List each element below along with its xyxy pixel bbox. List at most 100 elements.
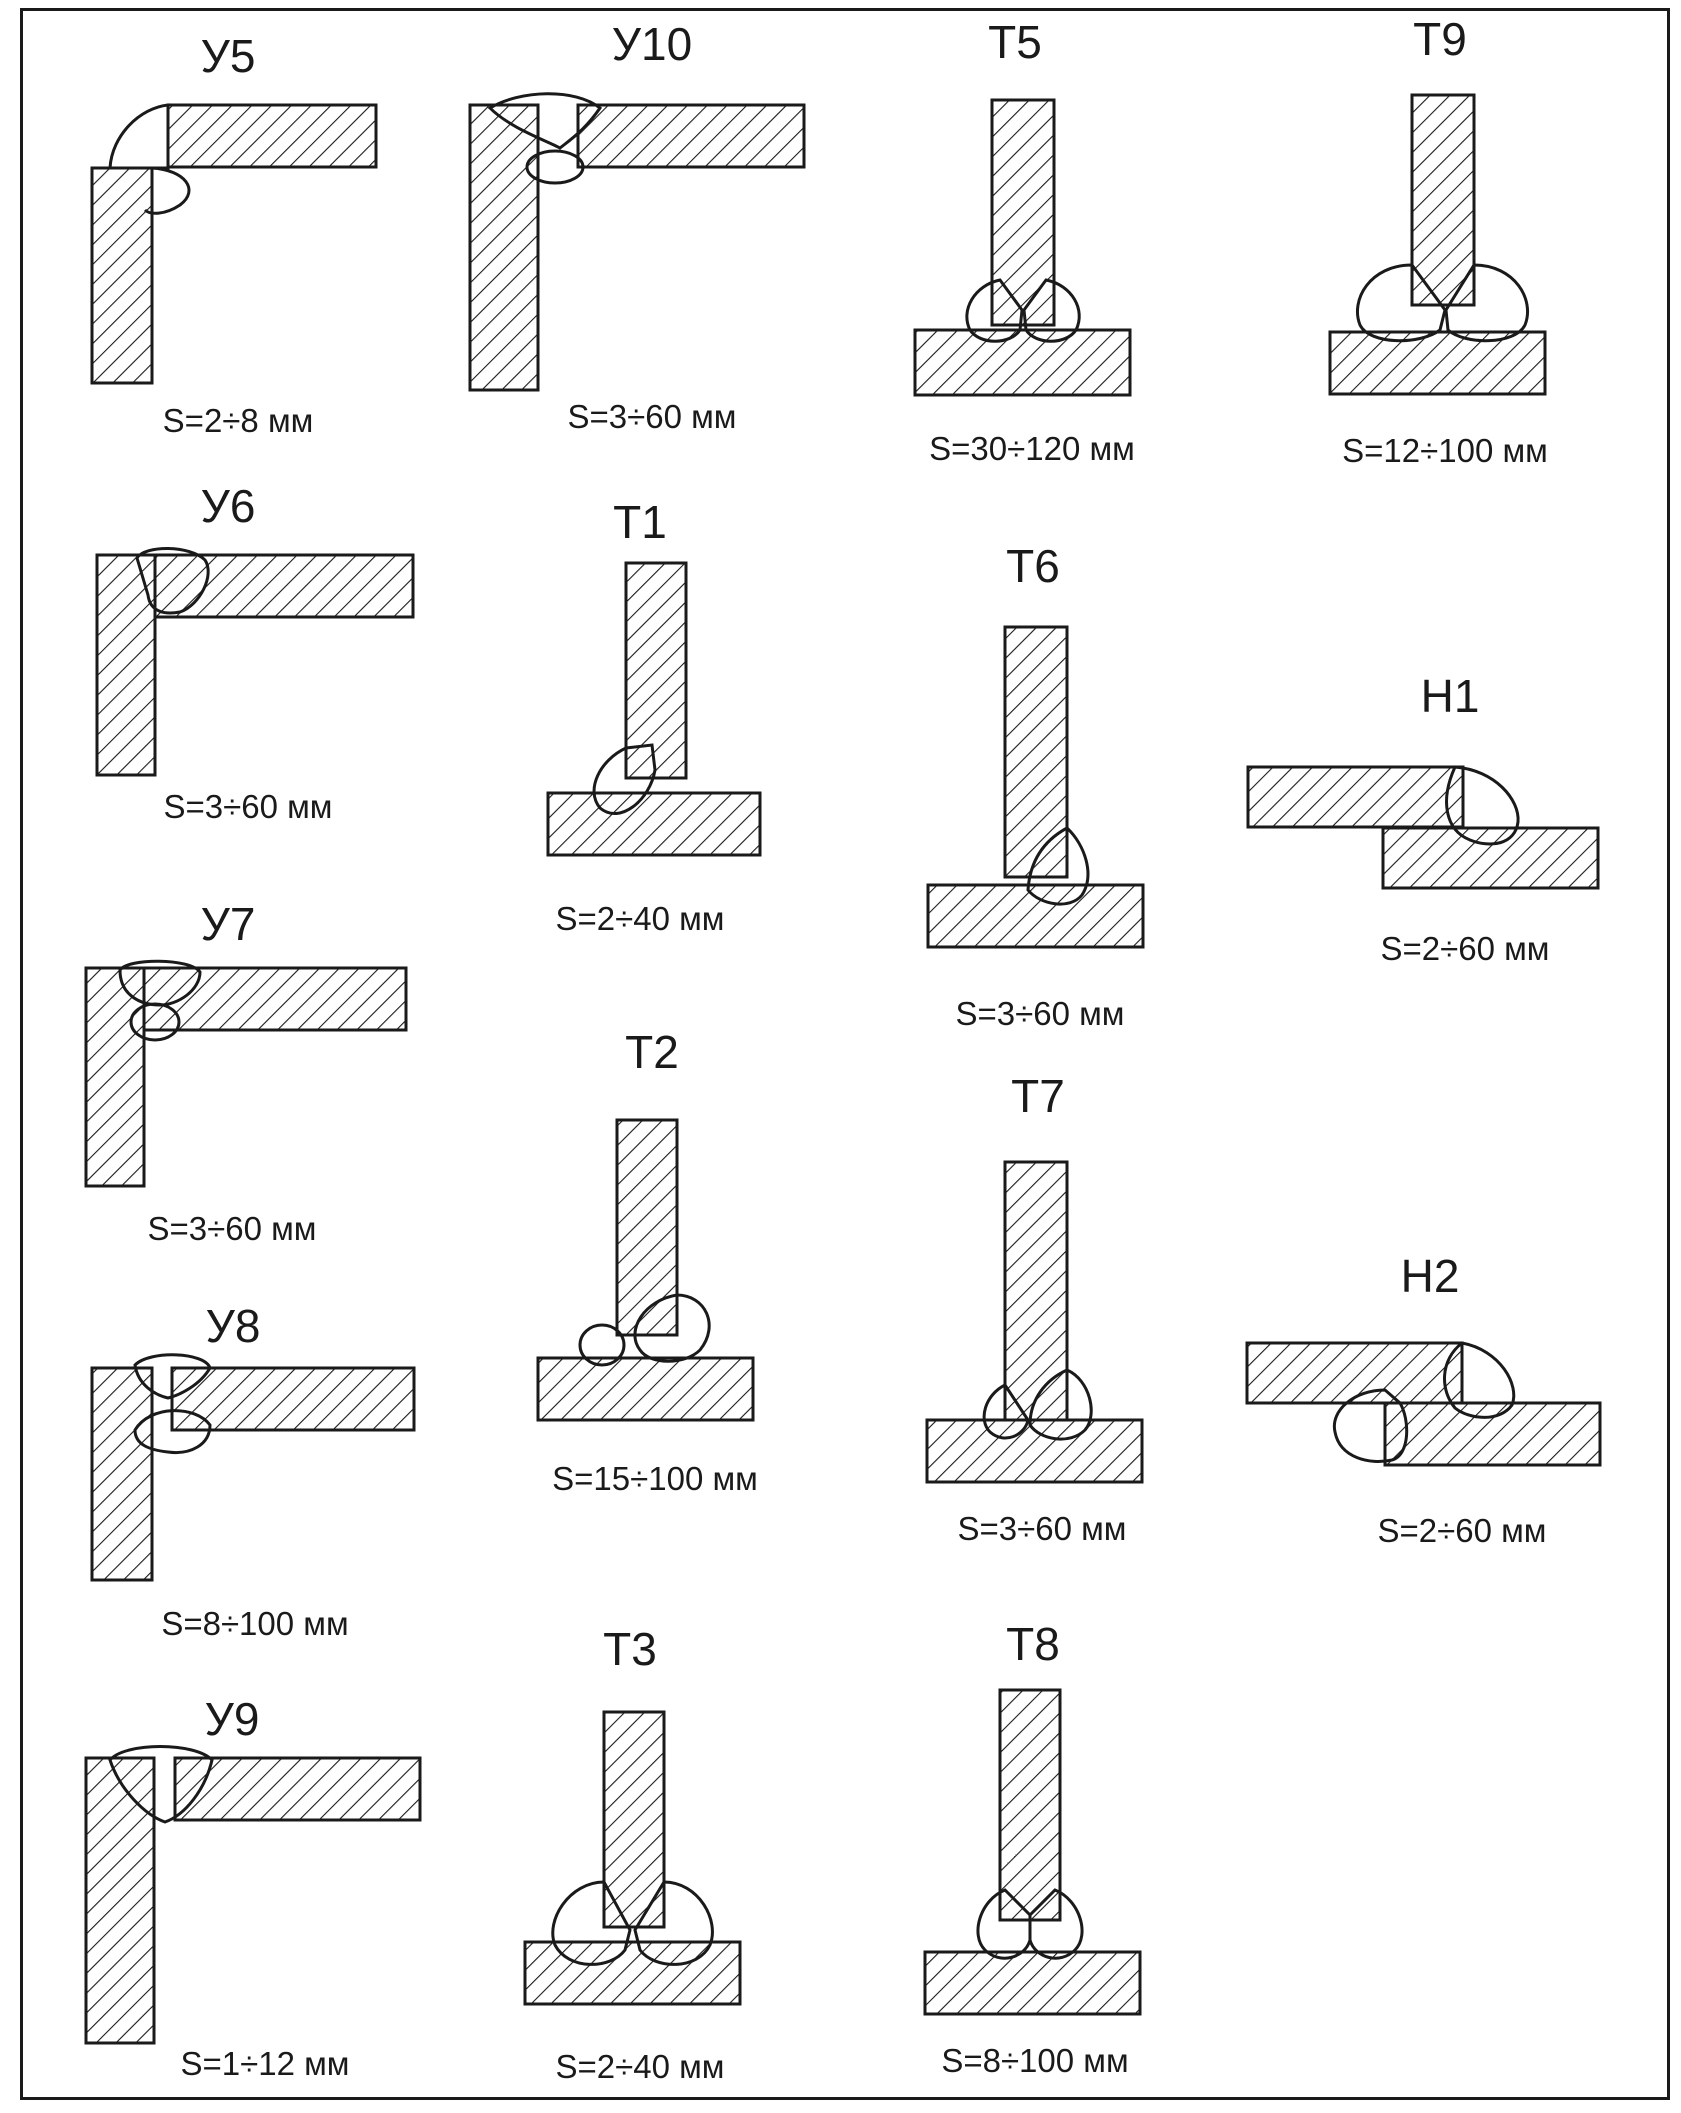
joint-code: У6 — [201, 480, 256, 532]
weld-bead — [1444, 263, 1530, 343]
weld-bead — [976, 1888, 1032, 1960]
weld-bead — [578, 1323, 626, 1367]
joint-code: Т3 — [603, 1623, 657, 1675]
weld-bead — [1445, 765, 1520, 846]
plate — [536, 1356, 755, 1422]
joint-u5: У5 S=2÷8 мм — [90, 30, 378, 439]
plate — [468, 103, 540, 392]
joint-u10: У10 S=3÷60 мм — [468, 18, 806, 435]
plate — [602, 1710, 666, 1929]
joint-code: У10 — [612, 18, 692, 70]
joint-code: У9 — [205, 1693, 260, 1745]
plate — [1410, 93, 1476, 307]
joint-u8: У8 S=8÷100 мм — [90, 1300, 416, 1642]
joint-code: У7 — [201, 898, 256, 950]
joint-t1: Т1 S=2÷40 мм — [546, 496, 762, 937]
plate — [1003, 1160, 1069, 1422]
plate — [1381, 826, 1600, 890]
weld-bead — [982, 1383, 1030, 1440]
plate — [926, 883, 1145, 949]
joint-n1: Н1 S=2÷60 мм — [1246, 670, 1600, 967]
thickness-range: S=2÷60 мм — [1381, 930, 1550, 967]
plate — [576, 103, 806, 169]
plate — [1003, 625, 1069, 879]
joint-t6: Т6 S=3÷60 мм — [926, 540, 1145, 1032]
joint-code: Т1 — [613, 496, 667, 548]
weld-bead — [1028, 1888, 1084, 1960]
joint-code: Т2 — [625, 1026, 679, 1078]
weld-bead — [1355, 263, 1447, 343]
joint-code: Т9 — [1413, 13, 1467, 65]
plate — [624, 561, 688, 780]
thickness-range: S=3÷60 мм — [956, 995, 1125, 1032]
plate — [90, 1366, 154, 1582]
plate — [153, 553, 415, 619]
thickness-range: S=3÷60 мм — [568, 398, 737, 435]
thickness-range: S=12÷100 мм — [1342, 432, 1548, 469]
joint-u7: У7 S=3÷60 мм — [84, 898, 408, 1247]
plate — [923, 1950, 1142, 2016]
thickness-range: S=3÷60 мм — [958, 1510, 1127, 1547]
plate — [998, 1688, 1062, 1922]
weld-bead — [133, 1353, 212, 1400]
joint-u6: У6 S=3÷60 мм — [95, 480, 415, 825]
weld-bead — [133, 1409, 212, 1455]
weld-bead — [1022, 278, 1081, 343]
joint-code: Т8 — [1006, 1618, 1060, 1670]
thickness-range: S=3÷60 мм — [148, 1210, 317, 1247]
plate — [166, 103, 378, 169]
plate — [1246, 765, 1465, 829]
joint-code: Т7 — [1011, 1070, 1065, 1122]
plate — [615, 1118, 679, 1337]
joint-u9: У9 S=1÷12 мм — [84, 1693, 422, 2082]
plate — [84, 966, 146, 1188]
plate — [84, 1756, 156, 2045]
joint-t9: Т9 S=12÷100 мм — [1328, 13, 1548, 469]
joint-code: Т5 — [988, 16, 1042, 68]
weld-bead — [118, 959, 202, 1007]
weld-bead — [633, 1880, 714, 1966]
weld-bead — [633, 1293, 711, 1363]
joint-t5: Т5 S=30÷120 мм — [913, 16, 1135, 467]
joint-t8: Т8 S=8÷100 мм — [923, 1618, 1142, 2079]
thickness-range: S=1÷12 мм — [181, 2045, 350, 2082]
figure-border — [20, 8, 1670, 2100]
plate — [95, 553, 157, 777]
weld-bead — [108, 103, 170, 170]
joint-code: У5 — [201, 30, 256, 82]
joint-code: Т6 — [1006, 540, 1060, 592]
plate — [1245, 1341, 1464, 1405]
weld-bead — [592, 743, 657, 815]
weld-bead — [135, 547, 210, 615]
thickness-range: S=2÷40 мм — [556, 900, 725, 937]
thickness-range: S=30÷120 мм — [929, 430, 1135, 467]
plate — [170, 1366, 416, 1432]
weld-bead — [1332, 1388, 1409, 1463]
joint-n2: Н2 S=2÷60 мм — [1245, 1250, 1602, 1549]
weld-bead — [143, 166, 191, 215]
thickness-range: S=15÷100 мм — [552, 1460, 758, 1497]
plate — [990, 98, 1056, 327]
weld-bead — [1443, 1341, 1516, 1419]
joint-code: Н1 — [1421, 670, 1480, 722]
weld-bead — [487, 92, 603, 150]
joint-t2: Т2 S=15÷100 мм — [536, 1026, 758, 1497]
weld-bead — [551, 1880, 632, 1966]
plate — [173, 1756, 422, 1822]
plate — [142, 966, 408, 1032]
joint-code: Н2 — [1401, 1250, 1460, 1302]
weld-bead — [525, 149, 585, 185]
plate — [1383, 1401, 1602, 1467]
weld-bead — [129, 1002, 181, 1042]
plate — [90, 166, 154, 385]
weld-bead — [965, 278, 1024, 343]
weld-bead — [1026, 826, 1090, 906]
joint-t3: Т3 S=2÷40 мм — [523, 1623, 742, 2085]
plate — [913, 328, 1132, 397]
weld-bead — [108, 1745, 214, 1824]
thickness-range: S=2÷8 мм — [163, 402, 314, 439]
thickness-range: S=2÷40 мм — [556, 2048, 725, 2085]
weld-bead — [1028, 1368, 1093, 1441]
